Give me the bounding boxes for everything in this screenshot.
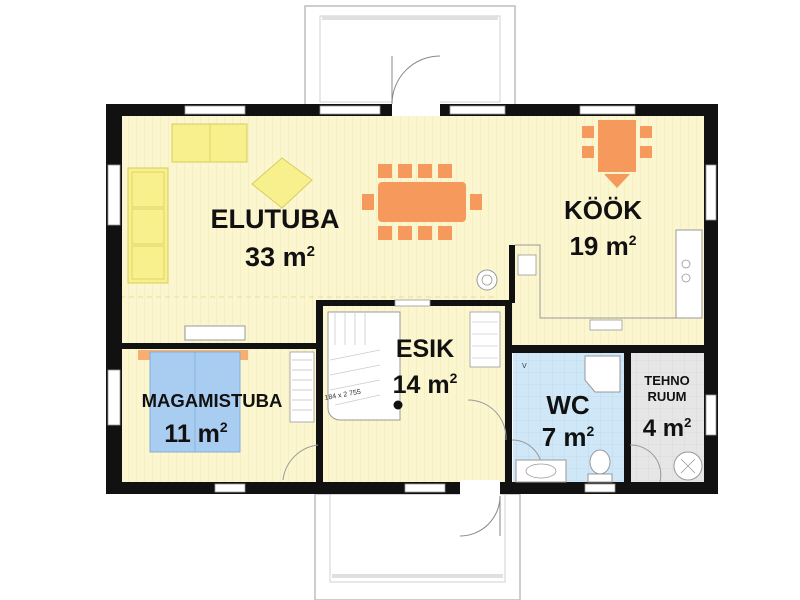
door-hall — [467, 399, 507, 441]
living-room-name: ELUTUBA — [211, 204, 340, 234]
hall-closet — [469, 311, 501, 368]
bedroom-area: 11 m2 — [164, 419, 228, 448]
door-bedroom — [282, 444, 319, 481]
kitchen-area: 19 m2 — [569, 231, 636, 261]
shower-icon — [584, 355, 621, 393]
tech-room-name-2: RUUM — [648, 389, 687, 404]
hall-area: 14 m2 — [393, 370, 458, 399]
tech-room-name-1: TEHNO — [644, 373, 690, 388]
bed-icon — [138, 350, 248, 453]
armchair-icon — [251, 157, 313, 209]
toilet-icon — [587, 449, 613, 483]
staircase-icon: 184 x 2 755 — [324, 311, 401, 421]
tv-stand-icon — [184, 325, 246, 341]
living-room-label: ELUTUBA 33 m2 — [211, 204, 340, 272]
kitchen-counter — [515, 229, 703, 331]
dining-table-icon — [362, 164, 482, 240]
terrace-bottom — [314, 493, 521, 600]
terrace-top — [304, 5, 516, 107]
wardrobe-icon — [289, 351, 315, 423]
tech-room-area: 4 m2 — [643, 415, 692, 442]
kitchen-name: KÖÖK — [564, 195, 642, 225]
door-top — [391, 55, 441, 116]
boiler-icon — [673, 451, 703, 481]
tech-room-label: TEHNO RUUM 4 m2 — [643, 373, 692, 442]
sofa-icon — [127, 167, 169, 284]
bedroom-label: MAGAMISTUBA 11 m2 — [142, 390, 283, 448]
wc-area: 7 m2 — [542, 422, 595, 452]
door-bottom — [459, 480, 501, 537]
ventilation-mark: V — [522, 363, 527, 370]
wc-name: WC — [546, 390, 590, 420]
hall-marker-dot — [393, 400, 403, 410]
windows — [107, 105, 717, 493]
living-room-area: 33 m2 — [245, 242, 315, 272]
kitchen-table-icon — [582, 120, 652, 188]
hall-label: ESIK 14 m2 — [393, 335, 458, 399]
wc-label: WC 7 m2 — [542, 390, 595, 452]
bedroom-name: MAGAMISTUBA — [142, 390, 283, 411]
sink-icon — [515, 459, 567, 483]
hall-name: ESIK — [396, 335, 454, 363]
kitchen-label: KÖÖK 19 m2 — [564, 195, 642, 261]
stove-icon — [476, 269, 498, 291]
sofa-top-icon — [171, 123, 248, 163]
door-tech — [629, 444, 662, 483]
